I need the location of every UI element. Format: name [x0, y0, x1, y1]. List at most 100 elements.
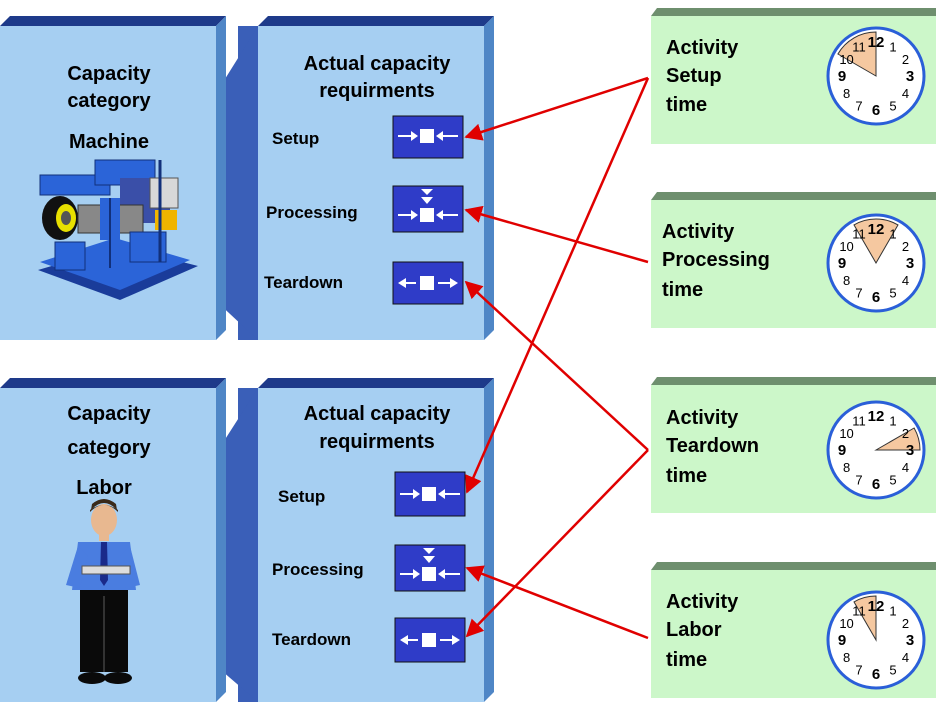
- activity-line1: Activity: [666, 591, 739, 613]
- activity-line3: time: [666, 465, 707, 487]
- machine-illustration: [38, 159, 198, 300]
- clock-number: 12: [868, 598, 885, 615]
- clock-number: 9: [838, 632, 846, 649]
- capacity-title-line2: category: [67, 437, 151, 459]
- clock-number: 4: [902, 650, 909, 665]
- arrow-processing-to-machine-processing: [464, 205, 649, 264]
- clock-sector: [853, 218, 899, 264]
- setup-button[interactable]: [394, 471, 466, 517]
- clock-number: 4: [902, 86, 909, 101]
- capacity-box-top: [0, 16, 226, 26]
- clock-number: 6: [872, 289, 880, 306]
- capacity-title-line1: Capacity: [67, 63, 151, 85]
- clock-number: 2: [902, 52, 909, 67]
- clock-number: 1: [889, 414, 896, 429]
- clock-number: 6: [872, 102, 880, 119]
- clock-number: 7: [855, 662, 862, 677]
- setup-icon: [400, 487, 460, 501]
- requirements-box-top: [258, 378, 494, 388]
- clock-number: 3: [906, 632, 914, 649]
- arrow-teardown-to-labor-teardown: [465, 449, 649, 638]
- clock-number: 10: [839, 616, 853, 631]
- processing-icon: [400, 548, 460, 581]
- clock-number: 6: [872, 666, 880, 683]
- requirements-title-line1: Actual capacity: [304, 403, 452, 425]
- requirements-title-line2: requirments: [319, 431, 435, 453]
- clock-number: 5: [889, 662, 896, 677]
- clock-number: 1: [889, 40, 896, 55]
- activity-line3: time: [666, 649, 707, 671]
- capacity-title-line2: category: [67, 90, 151, 112]
- clock-number: 11: [852, 40, 866, 55]
- clock-number: 10: [839, 239, 853, 254]
- clock-number: 1: [889, 604, 896, 619]
- clock-number: 9: [838, 68, 846, 85]
- capacity-box-top: [0, 378, 226, 388]
- clock-number: 12: [868, 34, 885, 51]
- arrow-setup-to-labor-setup: [465, 77, 650, 494]
- processing-icon: [398, 189, 458, 222]
- row-label-setup: Setup: [278, 487, 325, 506]
- assignment-arrows: [464, 76, 650, 640]
- clock-number: 6: [872, 476, 880, 493]
- clock-number: 2: [902, 616, 909, 631]
- teardown-button[interactable]: [392, 261, 464, 305]
- worker-illustration: [66, 499, 140, 684]
- clock-number: 5: [889, 285, 896, 300]
- setup-icon: [398, 129, 458, 143]
- row-label-teardown: Teardown: [264, 273, 343, 292]
- clock-number: 4: [902, 273, 909, 288]
- teardown-icon: [398, 276, 458, 290]
- clock-number: 8: [843, 650, 850, 665]
- requirements-box-side: [484, 16, 494, 340]
- clock-number: 7: [855, 285, 862, 300]
- arrow-labor-to-labor-processing: [465, 565, 649, 640]
- activity-line2: Setup: [666, 65, 722, 87]
- clock-number: 8: [843, 460, 850, 475]
- clock-number: 5: [889, 98, 896, 113]
- setup-button[interactable]: [392, 115, 464, 159]
- row-label-processing: Processing: [272, 560, 364, 579]
- clock-number: 3: [906, 255, 914, 272]
- activity-line2: Teardown: [666, 435, 759, 457]
- teardown-button[interactable]: [394, 617, 466, 663]
- requirements-box-top: [258, 16, 494, 26]
- clock-number: 11: [852, 604, 866, 619]
- activity-line1: Activity: [666, 407, 739, 429]
- clock-sector: [853, 595, 877, 642]
- activity-line1: Activity: [666, 37, 739, 59]
- activity-line3: time: [666, 94, 707, 116]
- clock-number: 4: [902, 460, 909, 475]
- capacity-title-line1: Capacity: [67, 403, 151, 425]
- capacity-name: Machine: [69, 131, 149, 153]
- clock-number: 11: [852, 227, 866, 242]
- capacity-box-side: [216, 16, 226, 340]
- clock-number: 9: [838, 442, 846, 459]
- clock-number: 3: [906, 442, 914, 459]
- capacity-group-machine: Capacity category Machine Actual capaci: [0, 16, 494, 340]
- clock-number: 2: [902, 239, 909, 254]
- processing-button[interactable]: [394, 544, 466, 592]
- clock-number: 7: [855, 472, 862, 487]
- teardown-icon: [400, 633, 460, 647]
- clock-number: 11: [852, 414, 866, 429]
- clock-number: 5: [889, 472, 896, 487]
- activity-line1: Activity: [662, 221, 735, 243]
- requirements-title-line2: requirments: [319, 80, 435, 102]
- clock-number: 1: [889, 227, 896, 242]
- capacity-box-side: [216, 378, 226, 702]
- capacity-name: Labor: [76, 477, 132, 499]
- clock-number: 8: [843, 86, 850, 101]
- processing-button[interactable]: [392, 185, 464, 233]
- row-label-setup: Setup: [272, 129, 319, 148]
- clock-number: 10: [839, 426, 853, 441]
- clock-sector: [874, 427, 921, 451]
- clock-number: 12: [868, 221, 885, 238]
- activity-line3: time: [662, 279, 703, 301]
